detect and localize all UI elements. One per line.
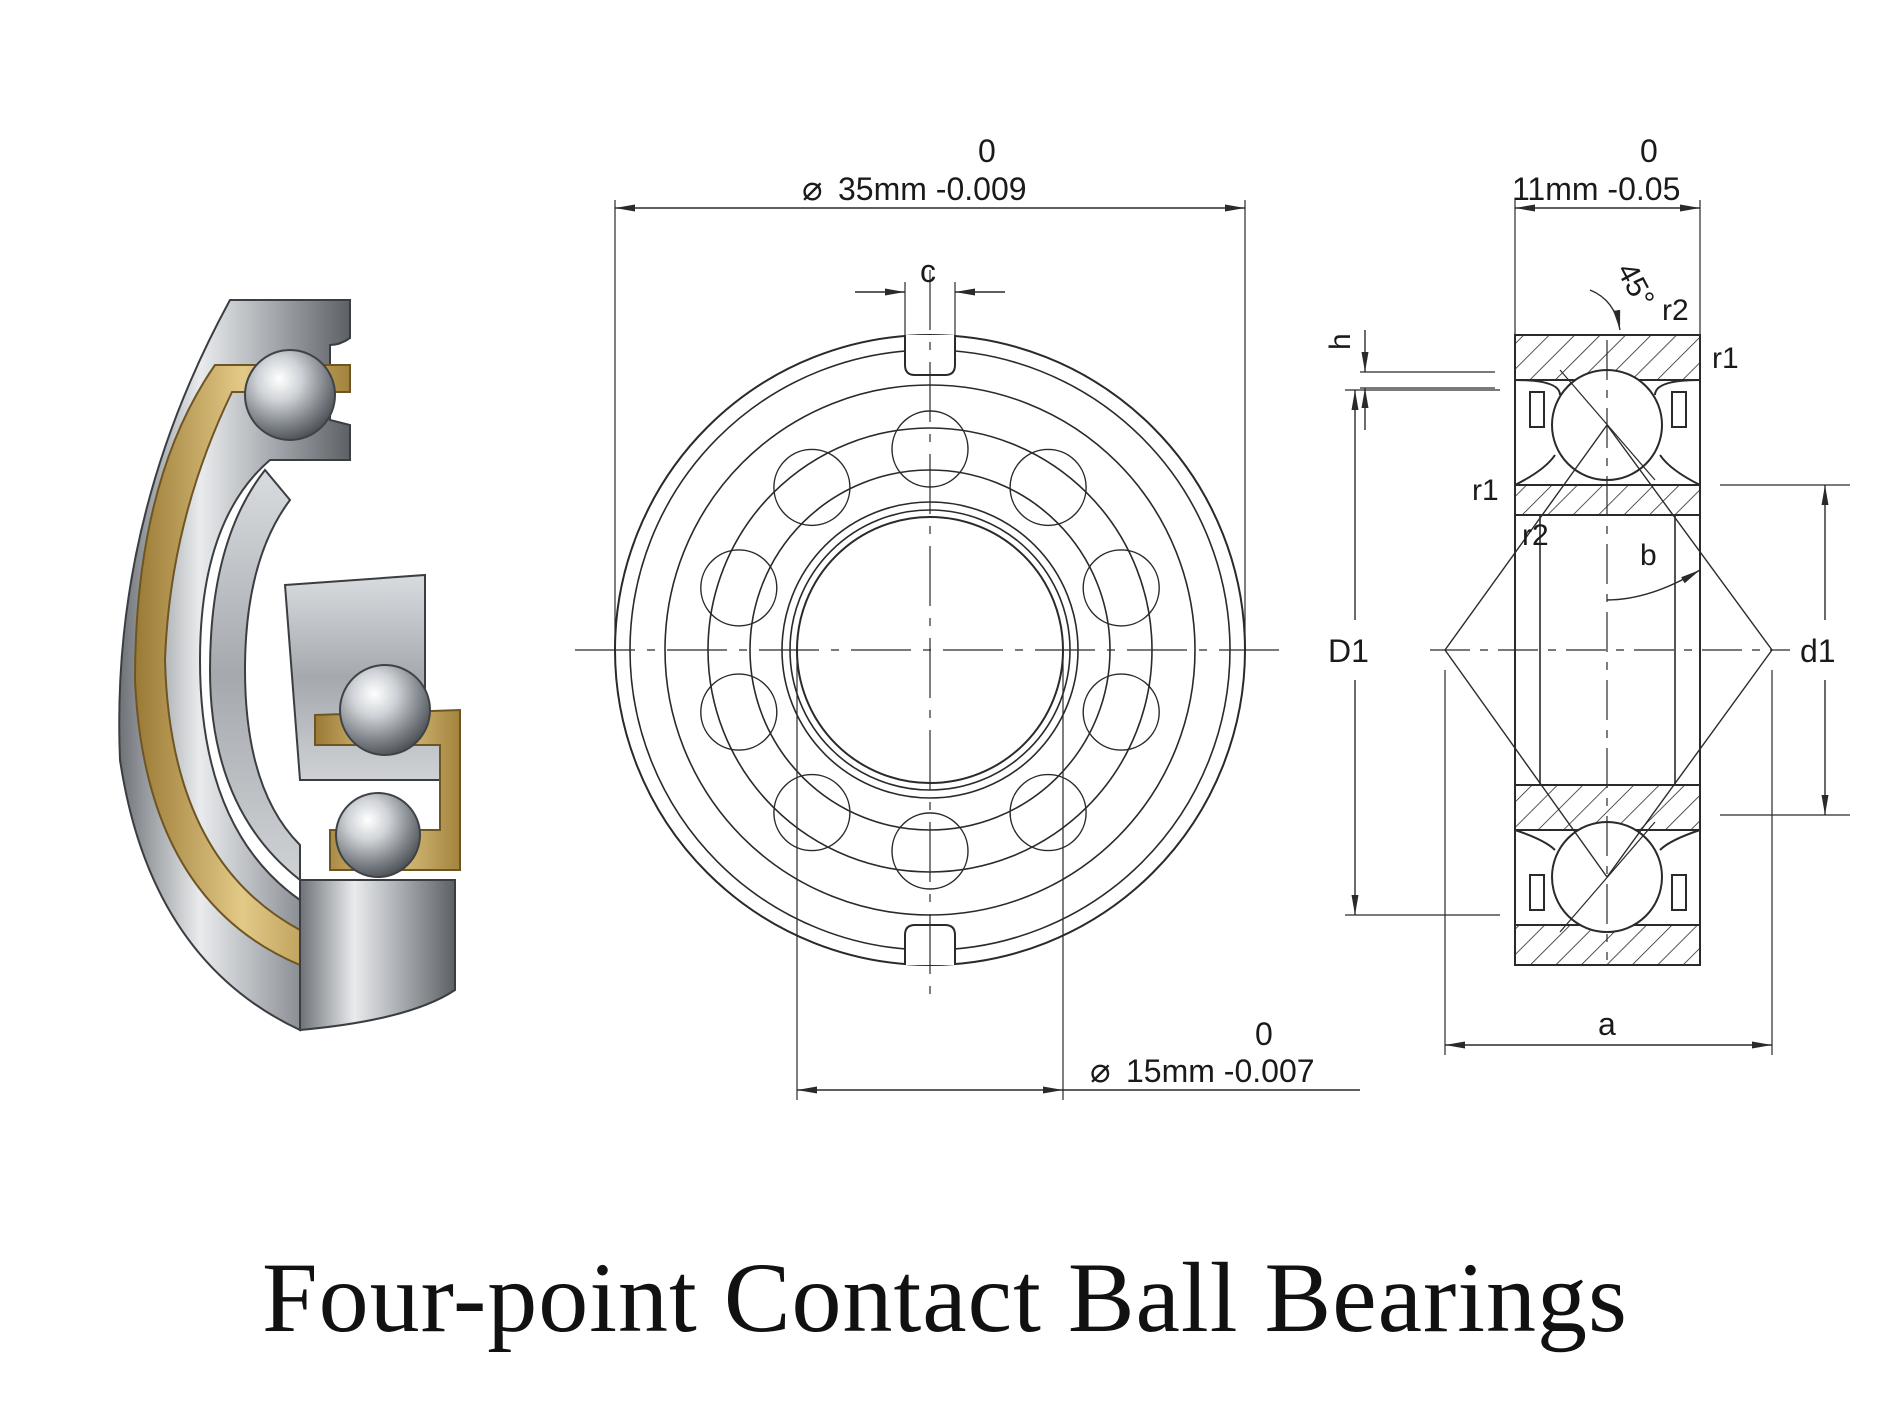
ball-pocket-6: [700, 549, 778, 627]
contact-through-top: [1559, 369, 1656, 481]
ball-pocket-9: [1009, 448, 1087, 527]
bore-dimension-label: 15mm -0.007: [1126, 1053, 1315, 1089]
contact-line-2: [1606, 424, 1773, 651]
ball-pocket-10: [1082, 549, 1160, 627]
contact-line-1: [1444, 424, 1608, 651]
ball-lower: [335, 792, 421, 878]
label-b: b: [1640, 539, 1657, 572]
label-r1-top: r1: [1712, 342, 1739, 375]
chamfer-angle-label: 45°: [1610, 257, 1660, 313]
label-d1: d1: [1800, 633, 1836, 669]
contact-line-4: [1606, 649, 1773, 878]
contact-line-3: [1444, 649, 1608, 878]
lower-cage-left: [1529, 874, 1545, 911]
upper-cage-left: [1529, 391, 1545, 428]
contact-angle-arc: [1606, 569, 1701, 601]
ball-pocket-1: [1082, 673, 1160, 751]
upper-cage-right: [1671, 391, 1687, 428]
od-dimension-label: 35mm -0.009: [838, 171, 1027, 207]
slot-width-label: c: [920, 253, 936, 289]
label-r1-mid: r1: [1472, 474, 1499, 507]
ball-pocket-2: [1009, 773, 1087, 852]
ball-pocket-5: [700, 673, 778, 751]
ball-pocket-3: [891, 812, 969, 890]
label-r2-mid: r2: [1522, 519, 1549, 552]
width-dimension-label: 11mm -0.05: [1512, 171, 1680, 207]
label-h: h: [1324, 333, 1357, 350]
od-upper-tolerance: 0: [978, 133, 996, 169]
lower-cage-right: [1671, 874, 1687, 911]
front-view: [575, 200, 1360, 1100]
upper-raceway-inner: [1514, 454, 1701, 486]
ball-pocket-7: [773, 448, 851, 527]
section-view: [1345, 200, 1850, 1055]
bore-diameter-symbol: ⌀: [1090, 1052, 1110, 1090]
width-upper-tolerance: 0: [1640, 133, 1658, 169]
outer-ring-lower: [299, 879, 456, 1032]
label-r2-top: r2: [1662, 294, 1689, 327]
ball-upper: [244, 349, 336, 441]
label-a: a: [1598, 1006, 1616, 1042]
chamfer-angle-arc: [1589, 289, 1621, 331]
bearing-3d-illustration: [118, 299, 461, 1032]
od-diameter-symbol: ⌀: [802, 170, 822, 208]
ball-middle: [339, 664, 431, 756]
label-D1: D1: [1328, 633, 1369, 669]
figure-caption: Four-point Contact Ball Bearings: [262, 1242, 1628, 1353]
ball-pocket-4: [773, 773, 851, 852]
contact-through-bottom: [1559, 821, 1656, 933]
bore-upper-tolerance: 0: [1255, 1016, 1273, 1052]
upper-raceway-outer: [1514, 379, 1701, 396]
lower-raceway-inner: [1514, 829, 1701, 851]
